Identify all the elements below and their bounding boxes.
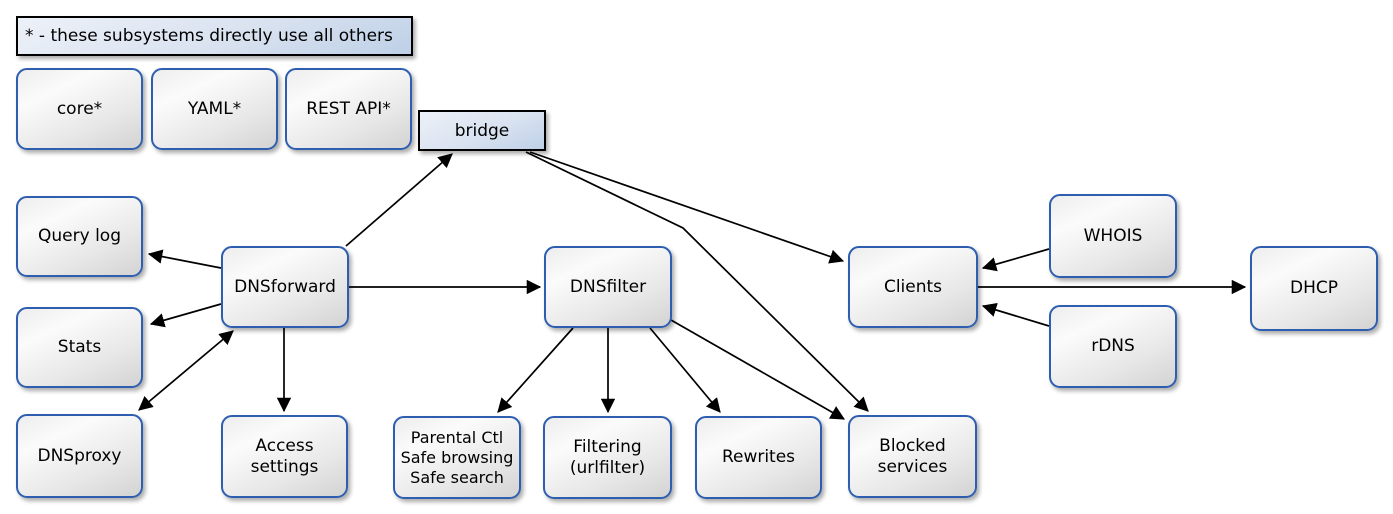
node-rdns-label: rDNS	[1091, 336, 1135, 356]
node-whois: WHOIS	[1049, 194, 1177, 278]
node-rest-api-label: REST API*	[306, 98, 391, 119]
node-bridge: bridge	[418, 110, 546, 151]
node-bridge-label: bridge	[454, 120, 510, 141]
edge-rdns-clients	[981, 302, 1050, 327]
node-blocked-services-label: Blocked services	[877, 435, 948, 477]
edge-dnsfilter-blocked_services	[670, 319, 846, 420]
node-yaml: YAML*	[151, 68, 278, 150]
node-query-log-label: Query log	[38, 226, 121, 246]
node-rdns: rDNS	[1049, 305, 1177, 388]
node-access-settings: Access settings	[221, 415, 348, 498]
node-parental-control-label: Parental Ctl Safe browsing Safe search	[400, 427, 514, 487]
node-dnsforward: DNSforward	[221, 246, 349, 328]
edge-dnsfilter-rewrites	[649, 327, 721, 413]
node-query-log: Query log	[16, 196, 143, 277]
node-access-settings-label: Access settings	[250, 435, 319, 477]
node-yaml-label: YAML*	[187, 98, 242, 119]
node-rewrites-label: Rewrites	[721, 447, 796, 467]
node-blocked-services: Blocked services	[848, 415, 977, 498]
node-dnsproxy-label: DNSproxy	[37, 445, 122, 466]
edge-bridge-blocked_services	[525, 151, 869, 412]
edge-dnsforward-dnsproxy	[138, 330, 234, 411]
node-rest-api: REST API*	[285, 68, 412, 150]
legend-text: * - these subsystems directly use all ot…	[25, 26, 393, 46]
node-core: core*	[16, 68, 143, 150]
edge-dnsforward-stats	[149, 303, 222, 328]
node-core-label: core*	[56, 98, 103, 119]
edge-dnsforward-query_log	[147, 249, 222, 269]
node-dnsfilter: DNSfilter	[544, 246, 672, 328]
edge-dnsfilter-parental	[497, 327, 574, 413]
node-filtering: Filtering (urlfilter)	[543, 416, 672, 499]
node-dnsfilter-label: DNSfilter	[569, 276, 647, 297]
node-stats-label: Stats	[57, 337, 102, 357]
node-whois-label: WHOIS	[1083, 225, 1143, 246]
node-rewrites: Rewrites	[695, 416, 822, 499]
node-dhcp: DHCP	[1250, 246, 1378, 331]
node-dhcp-label: DHCP	[1290, 278, 1338, 298]
edge-bridge-clients	[529, 151, 845, 264]
node-stats: Stats	[16, 307, 143, 388]
edge-dnsforward-bridge	[345, 153, 453, 247]
node-clients-label: Clients	[883, 276, 943, 297]
node-clients: Clients	[848, 246, 978, 328]
edge-whois-clients	[981, 248, 1050, 272]
node-filtering-label: Filtering (urlfilter)	[569, 436, 646, 478]
node-dnsproxy: DNSproxy	[16, 414, 143, 498]
node-parental-control: Parental Ctl Safe browsing Safe search	[393, 416, 521, 499]
node-dnsforward-label: DNSforward	[234, 276, 336, 297]
legend-note: * - these subsystems directly use all ot…	[16, 16, 413, 56]
